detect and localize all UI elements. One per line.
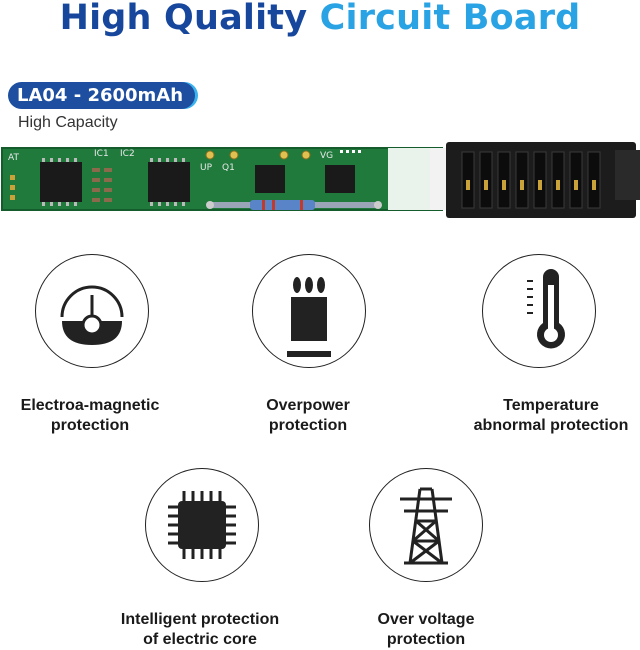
label-q1: Q1	[222, 163, 235, 173]
circuit-board-image: AT IC1 IC2 UP Q1 VG	[0, 140, 640, 225]
temperature-line1: Temperature	[503, 397, 599, 414]
page-title: High Quality Circuit Board	[0, 0, 640, 38]
temperature-line2: abnormal protection	[473, 417, 629, 434]
chip-line2: of electric core	[143, 631, 257, 648]
chip-line1: Intelligent protection	[120, 611, 280, 628]
over-voltage-caption: Over voltage protection	[332, 610, 520, 650]
over-voltage-line2: protection	[386, 631, 466, 648]
overpower-line2: protection	[268, 417, 348, 434]
label-up: UP	[200, 163, 213, 173]
chip-icon	[145, 468, 259, 582]
over-voltage-line1: Over voltage	[377, 611, 475, 628]
title-part-1: High Quality	[59, 0, 320, 38]
label-ic1: IC1	[94, 149, 109, 159]
electromagnetic-caption: Electroa-magnetic protection	[0, 396, 180, 436]
overpower-icon	[252, 254, 366, 368]
temperature-caption: Temperature abnormal protection	[462, 396, 640, 436]
overpower-line1: Overpower	[266, 397, 350, 414]
label-vg: VG	[320, 151, 333, 161]
power-tower-icon	[369, 468, 483, 582]
thermometer-icon	[482, 254, 596, 368]
title-part-2: Circuit Board	[319, 0, 581, 38]
chip-caption: Intelligent protection of electric core	[100, 610, 300, 650]
label-ic2: IC2	[120, 149, 135, 159]
capacity-label: High Capacity	[18, 114, 118, 131]
overpower-caption: Overpower protection	[218, 396, 398, 436]
model-badge: LA04 - 2600mAh	[8, 82, 196, 109]
electromagnetic-line2: protection	[50, 417, 130, 434]
label-at: AT	[8, 153, 19, 163]
electromagnetic-icon	[35, 254, 149, 368]
electromagnetic-line1: Electroa-magnetic	[20, 397, 160, 414]
